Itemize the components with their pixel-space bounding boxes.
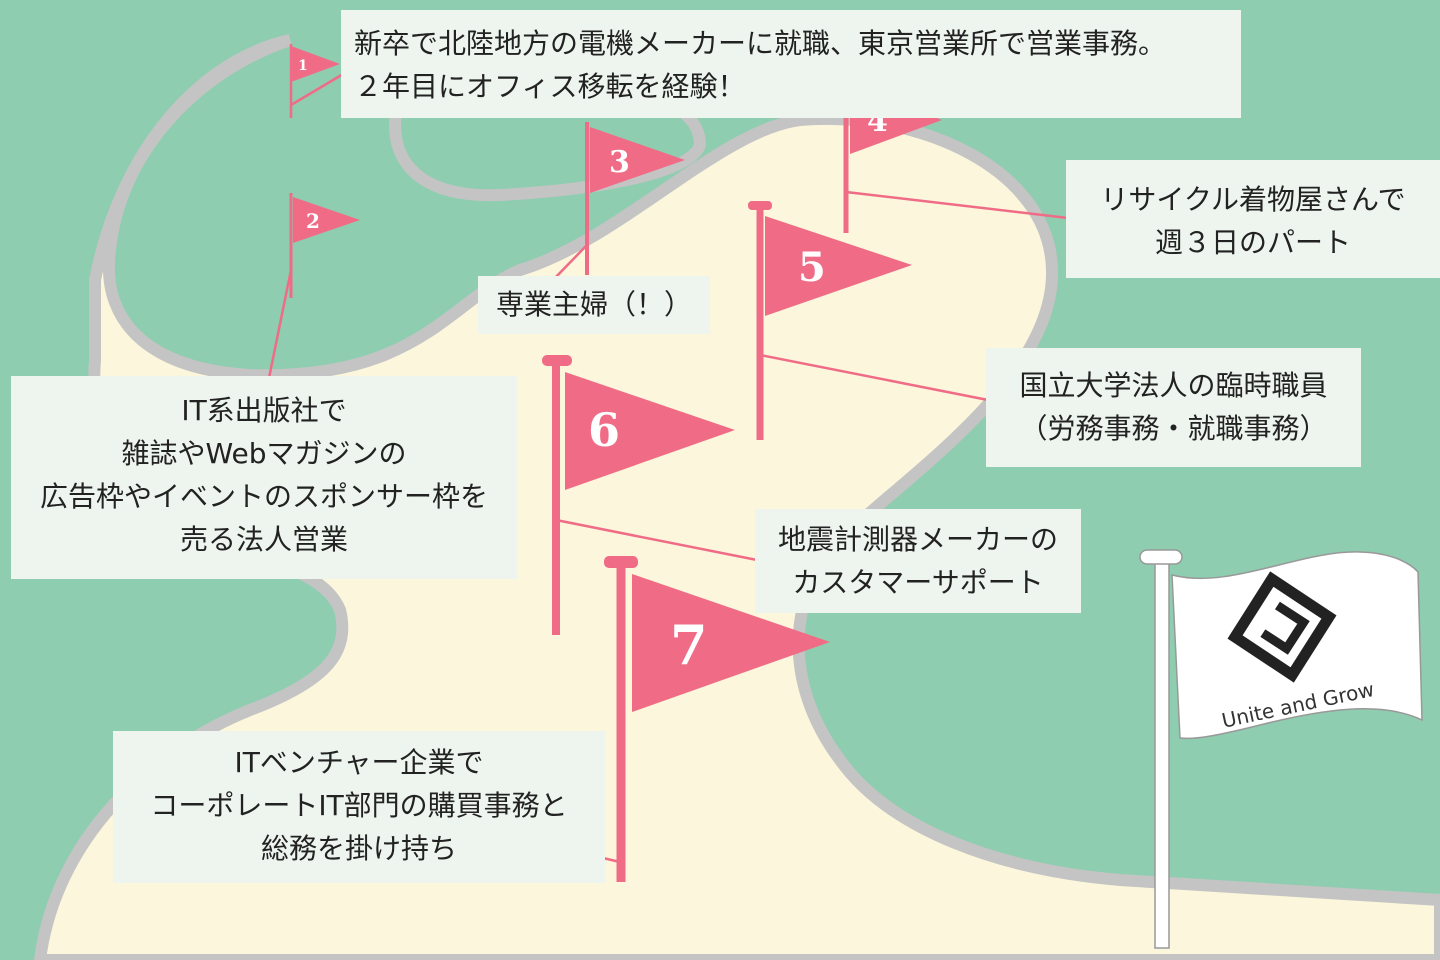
flag-number-1: 1 [298, 58, 308, 74]
leader-line-3 [552, 244, 588, 281]
flag-number-7: 7 [670, 613, 708, 677]
career-label-6: 地震計測器メーカーの カスタマーサポート [755, 509, 1081, 613]
career-label-1: 新卒で北陸地方の電機メーカーに就職、東京営業所で営業事務。 ２年目にオフィス移転… [341, 10, 1241, 118]
career-label-3: 専業主婦（！） [478, 276, 710, 334]
flag-7: 7 [604, 556, 830, 882]
career-label-4: リサイクル着物屋さんで 週３日のパート [1066, 160, 1440, 278]
flag-1: 1 [289, 44, 340, 118]
flag-number-5: 5 [798, 244, 826, 291]
leader-line-4 [845, 190, 1069, 220]
leader-line-6 [555, 518, 758, 562]
flag-6: 6 [542, 355, 735, 635]
goal-flag: Unite and Grow [1139, 549, 1423, 949]
flag-number-2: 2 [306, 209, 320, 233]
career-label-2: IT系出版社で 雑誌やWebマガジンの 広告枠やイベントのスポンサー枠を 売る法… [11, 376, 517, 579]
career-label-7: ITベンチャー企業で コーポレートIT部門の購買事務と 総務を掛け持ち [113, 731, 605, 883]
flag-number-3: 3 [609, 145, 630, 180]
flag-2: 2 [289, 193, 360, 298]
flag-number-6: 6 [588, 403, 620, 457]
career-label-5: 国立大学法人の臨時職員 （労務事務・就職事務） [986, 348, 1361, 467]
flag-3: 3 [585, 122, 685, 275]
leader-line-2 [267, 269, 293, 379]
unite-and-grow-logo-icon [1227, 571, 1337, 683]
flag-5: 5 [748, 201, 912, 440]
leader-line-5 [759, 353, 989, 402]
